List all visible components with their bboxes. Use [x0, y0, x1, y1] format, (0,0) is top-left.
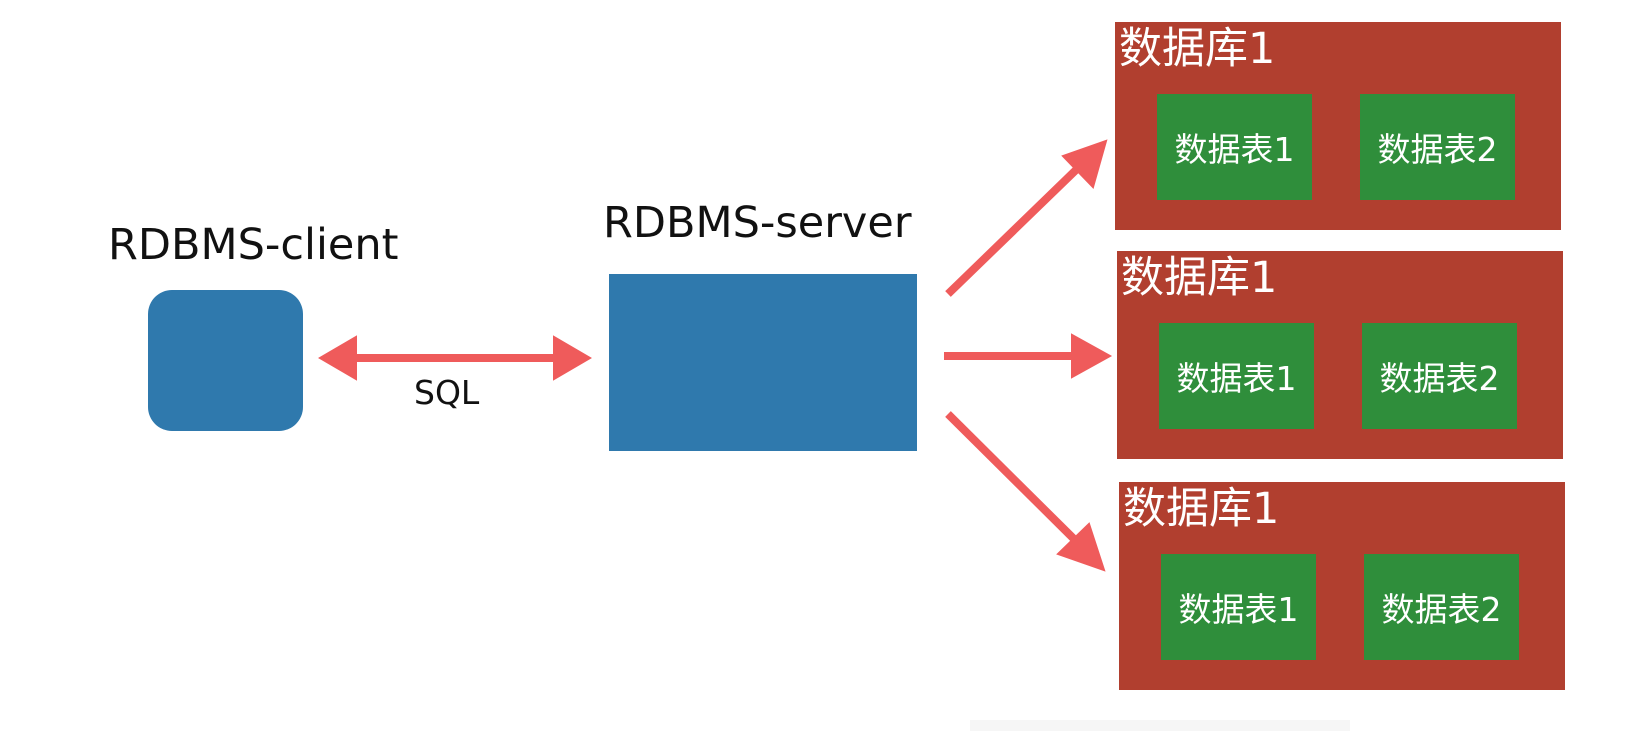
data-table-label: 数据表2: [1381, 590, 1502, 629]
database-title: 数据库1: [1121, 253, 1278, 303]
server-node: [609, 274, 917, 451]
data-table-label: 数据表1: [1178, 590, 1299, 629]
bottom-divider: [970, 720, 1350, 731]
data-table-box: 数据表2: [1362, 323, 1517, 429]
arrow-to-database-3: [945, 411, 1106, 572]
data-table-label: 数据表1: [1174, 130, 1295, 169]
data-table-box: 数据表1: [1157, 94, 1312, 200]
sql-connection-label: SQL: [414, 373, 480, 412]
database-title: 数据库1: [1119, 24, 1276, 74]
client-label: RDBMS-client: [108, 220, 399, 270]
server-label: RDBMS-server: [603, 198, 912, 248]
database-title: 数据库1: [1123, 484, 1280, 534]
data-table-box: 数据表1: [1161, 554, 1316, 660]
data-table-label: 数据表1: [1176, 359, 1297, 398]
database-box-3: 数据库1 数据表1 数据表2: [1119, 482, 1565, 690]
arrow-to-database-1: [945, 139, 1108, 297]
client-node: [148, 290, 303, 431]
data-table-label: 数据表2: [1377, 130, 1498, 169]
data-table-box: 数据表2: [1360, 94, 1515, 200]
sql-bidirectional-arrow: [318, 335, 592, 381]
data-table-box: 数据表2: [1364, 554, 1519, 660]
arrow-to-database-2: [944, 333, 1113, 379]
data-table-label: 数据表2: [1379, 359, 1500, 398]
data-table-box: 数据表1: [1159, 323, 1314, 429]
database-box-2: 数据库1 数据表1 数据表2: [1117, 251, 1563, 459]
database-box-1: 数据库1 数据表1 数据表2: [1115, 22, 1561, 230]
